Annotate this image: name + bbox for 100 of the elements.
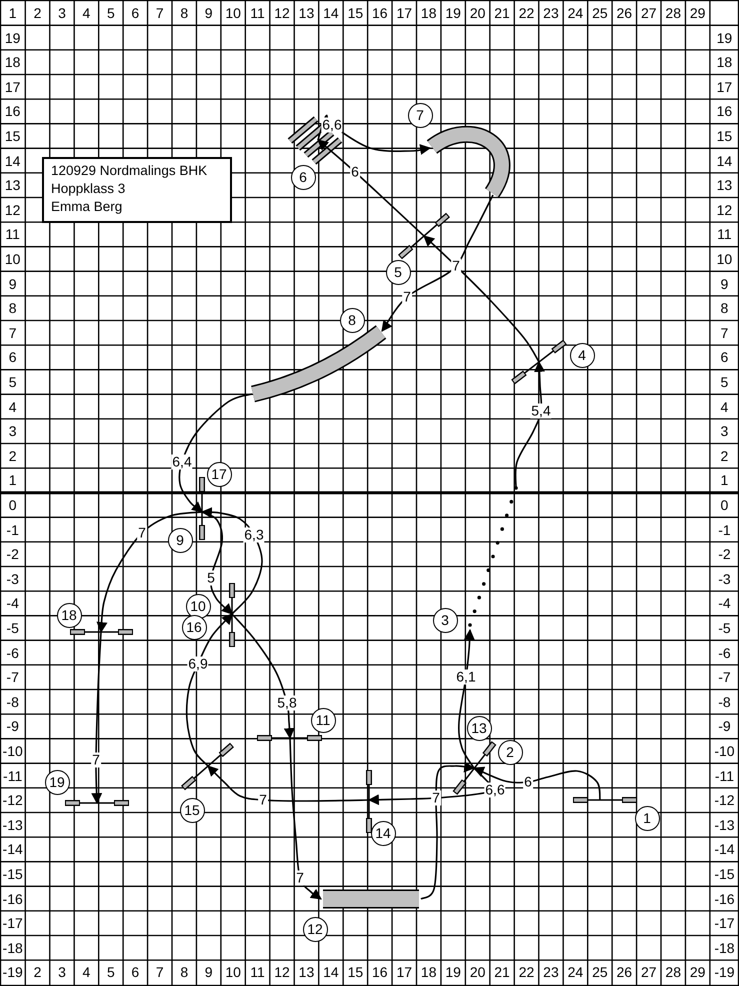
obstacle-number: 16	[182, 614, 206, 640]
grid-coordinate: 11	[716, 225, 733, 244]
grid-coordinate: -10	[713, 742, 736, 761]
grid-coordinate: 21	[493, 4, 511, 23]
grid-coordinate: 4	[8, 398, 18, 417]
grid-coordinate: 9	[204, 963, 214, 982]
grid-coordinate: 12	[716, 200, 734, 220]
grid-coordinate: -7	[5, 668, 20, 688]
grid-coordinate: -12	[2, 791, 24, 810]
grid-coordinate: 15	[4, 126, 22, 146]
grid-coordinate: 11	[249, 963, 266, 982]
grid-coordinate: 19	[444, 963, 462, 982]
grid-coordinate: 18	[716, 53, 734, 72]
grid-coordinate: 3	[57, 4, 67, 23]
grid-coordinate: 6	[130, 963, 140, 982]
edge-label: 5,8	[276, 696, 298, 710]
grid-coordinate: -8	[5, 692, 20, 712]
grid-coordinate: -4	[5, 594, 20, 614]
grid-coordinate: 25	[591, 963, 609, 982]
obstacle-number: 18	[56, 602, 82, 628]
grid-coordinate: 15	[716, 126, 734, 146]
grid-coordinate: 26	[616, 963, 634, 982]
edge-label: 6,1	[455, 670, 477, 684]
grid-coordinate: 17	[716, 78, 734, 97]
grid-coordinate: 23	[542, 963, 560, 982]
course-arrow	[200, 506, 263, 615]
grid-coordinate: 14	[322, 963, 340, 982]
grid-coordinate: -13	[713, 816, 736, 835]
course-arrow	[423, 235, 540, 362]
grid-coordinate: 16	[371, 4, 389, 23]
obstacle-number: 3	[432, 608, 458, 632]
course-arrow	[178, 393, 252, 513]
obstacle-number: 7	[408, 102, 432, 128]
grid-coordinate: 26	[616, 4, 634, 23]
grid-coordinate: 5	[106, 963, 116, 982]
grid-coordinate: 16	[371, 963, 389, 982]
grid-coordinate: 6	[130, 4, 140, 23]
grid-coordinate: -18	[713, 938, 736, 958]
info-text: Hoppklass 3	[51, 181, 126, 197]
info-text: Emma Berg	[51, 199, 124, 215]
grid-coordinate: -11	[2, 766, 24, 786]
grid-coordinate: -18	[2, 938, 24, 958]
grid-coordinate: 7	[720, 324, 730, 343]
grid-coordinate: 16	[4, 102, 22, 122]
grid-coordinate: 18	[420, 4, 438, 23]
grid-coordinate: -10	[2, 742, 24, 761]
grid-coordinate: 28	[664, 4, 682, 23]
grid-coordinate: 16	[716, 102, 734, 122]
grid-coordinate: 12	[273, 4, 291, 23]
grid-coordinate: -16	[2, 890, 24, 909]
edge-label: 7	[137, 526, 147, 540]
grid-coordinate: 14	[322, 4, 340, 23]
course-arrow	[186, 613, 233, 767]
grid-coordinate: 9	[720, 274, 730, 294]
obstacle-number: 4	[570, 342, 594, 368]
grid-coordinate: 19	[444, 4, 462, 23]
grid-coordinate: 13	[298, 963, 316, 982]
obstacle-number: 19	[44, 770, 70, 794]
edge-label: 7	[258, 792, 268, 808]
grid-coordinate: 10	[224, 963, 242, 982]
grid-coordinate: 5	[8, 372, 18, 392]
grid-coordinate: 5	[720, 372, 730, 392]
grid-coordinate: 11	[4, 225, 21, 244]
edge-label: 6,9	[187, 656, 209, 672]
grid-coordinate: 8	[179, 4, 190, 23]
obstacle-number: 2	[498, 740, 522, 764]
course-arrow	[458, 628, 475, 768]
grid-coordinate: 5	[106, 4, 116, 23]
grid-coordinate: 7	[8, 324, 18, 343]
grid-coordinate: 9	[8, 274, 18, 294]
grid-coordinate: 19	[716, 28, 734, 48]
grid-coordinate: 20	[468, 963, 486, 982]
grid-coordinate: -14	[2, 840, 24, 860]
grid-coordinate: 25	[591, 4, 609, 23]
grid-coordinate: 24	[566, 963, 584, 982]
grid-coordinate: 7	[154, 963, 165, 982]
grid-coordinate: 14	[716, 152, 734, 171]
grid-coordinate: -7	[717, 668, 732, 688]
grid-coordinate: -17	[713, 914, 736, 934]
obstacle-number: 11	[310, 708, 336, 732]
grid-coordinate: 22	[518, 4, 536, 23]
grid-coordinate: -1	[717, 520, 732, 540]
grid-coordinate: 17	[395, 963, 414, 982]
grid-coordinate: 15	[346, 963, 364, 982]
course-arrow	[96, 511, 202, 634]
grid-coordinate: 3	[8, 422, 18, 442]
info-box	[42, 157, 232, 223]
grid-coordinate: -14	[713, 840, 736, 860]
grid-coordinate: 2	[32, 963, 42, 982]
grid-coordinate: 2	[8, 446, 18, 466]
obstacle-number: 9	[168, 528, 192, 552]
edge-label: 5,4	[530, 404, 552, 418]
grid-coordinate: 13	[4, 176, 22, 196]
grid-coordinate: 4	[82, 4, 92, 23]
grid-coordinate: -8	[717, 692, 732, 712]
edge-label: 6	[350, 164, 360, 180]
grid-coordinate: -1	[5, 520, 20, 540]
obstacle-number: 10	[186, 594, 210, 618]
grid-coordinate: -3	[5, 570, 20, 589]
edge-label: 6,3	[243, 528, 265, 542]
